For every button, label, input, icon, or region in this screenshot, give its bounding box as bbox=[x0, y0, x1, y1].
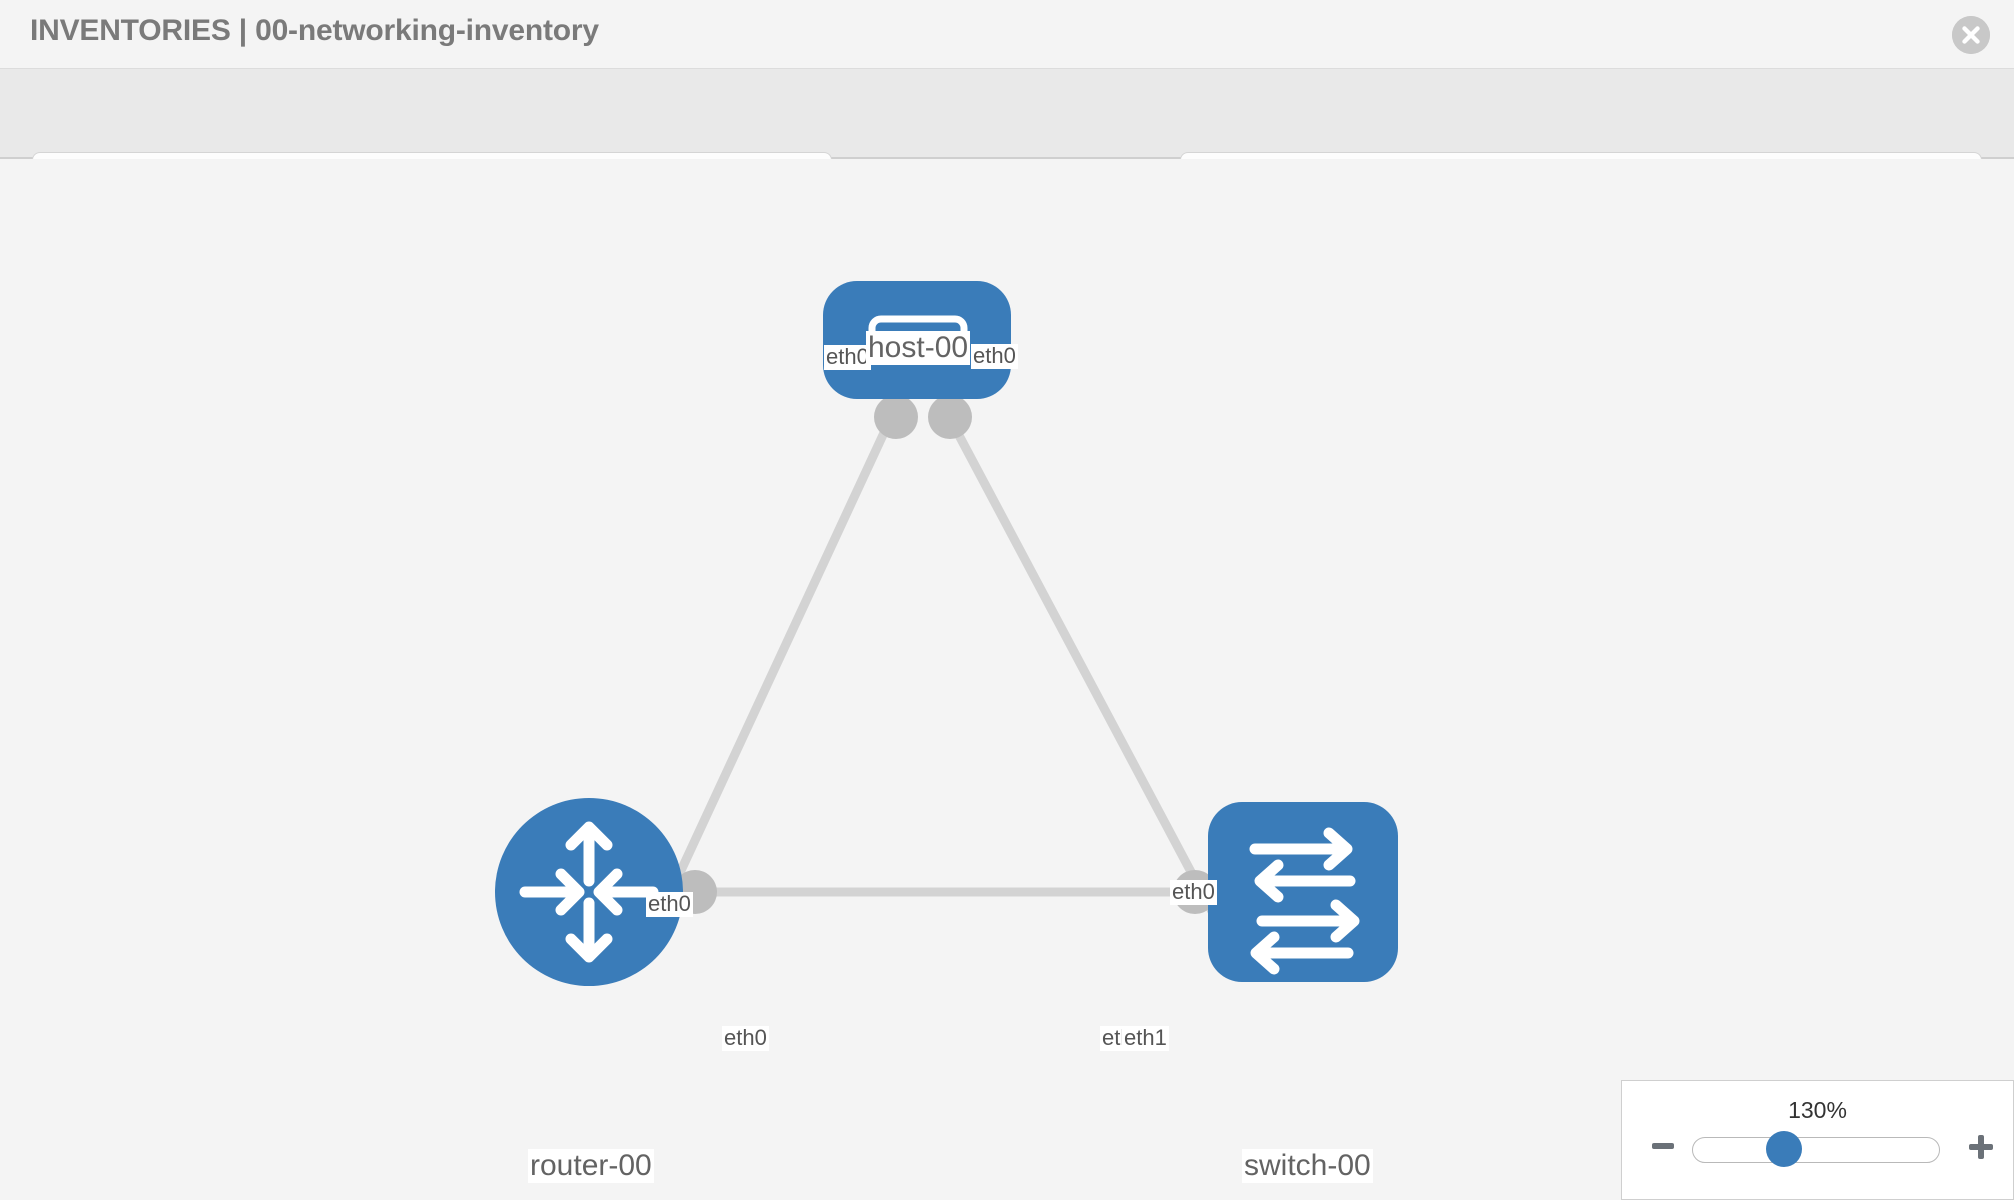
iface-label-switch-uplink-eth0: eth0 bbox=[1170, 879, 1217, 905]
zoom-control-panel: 130% bbox=[1621, 1080, 2014, 1200]
topology-canvas[interactable]: eth0 eth0 eth0 eth0 eth0 eth0 eth1 host-… bbox=[0, 159, 2014, 1200]
iface-label-router-eth0: eth0 bbox=[722, 1025, 769, 1051]
page-title: INVENTORIES | 00-networking-inventory bbox=[30, 14, 599, 47]
iface-label-router-uplink-eth0: eth0 bbox=[646, 891, 693, 917]
node-router-00[interactable] bbox=[495, 798, 683, 986]
zoom-out-button[interactable] bbox=[1650, 1133, 1676, 1164]
connector-host-left bbox=[874, 395, 918, 439]
node-label-switch-00: switch-00 bbox=[1242, 1149, 1373, 1183]
close-icon[interactable] bbox=[1952, 16, 1990, 54]
iface-label-host-eth0-right: eth0 bbox=[971, 343, 1018, 369]
zoom-level-value: 130% bbox=[1788, 1097, 1847, 1123]
node-label-host-00: host-00 bbox=[866, 331, 971, 365]
edge-host-switch bbox=[940, 404, 1237, 954]
switch-arrows-icon bbox=[1249, 827, 1360, 975]
node-switch-00[interactable] bbox=[1208, 802, 1398, 982]
router-arrows-icon bbox=[519, 821, 659, 963]
edge-host-router bbox=[635, 404, 900, 964]
zoom-slider-track[interactable] bbox=[1692, 1137, 1940, 1163]
page-header: INVENTORIES | 00-networking-inventory bbox=[0, 0, 2014, 68]
topology-edges bbox=[635, 404, 1237, 964]
iface-label-switch-eth1: eth1 bbox=[1122, 1025, 1169, 1051]
iface-label-host-eth0-left: eth0 bbox=[824, 344, 871, 370]
zoom-in-button[interactable] bbox=[1967, 1133, 1995, 1166]
toolbar: ACTIONS SEARC bbox=[0, 68, 2014, 204]
node-label-router-00: router-00 bbox=[528, 1149, 654, 1183]
connector-host-right bbox=[928, 395, 972, 439]
zoom-slider-thumb[interactable] bbox=[1766, 1131, 1802, 1167]
topology-graph bbox=[495, 281, 1398, 986]
